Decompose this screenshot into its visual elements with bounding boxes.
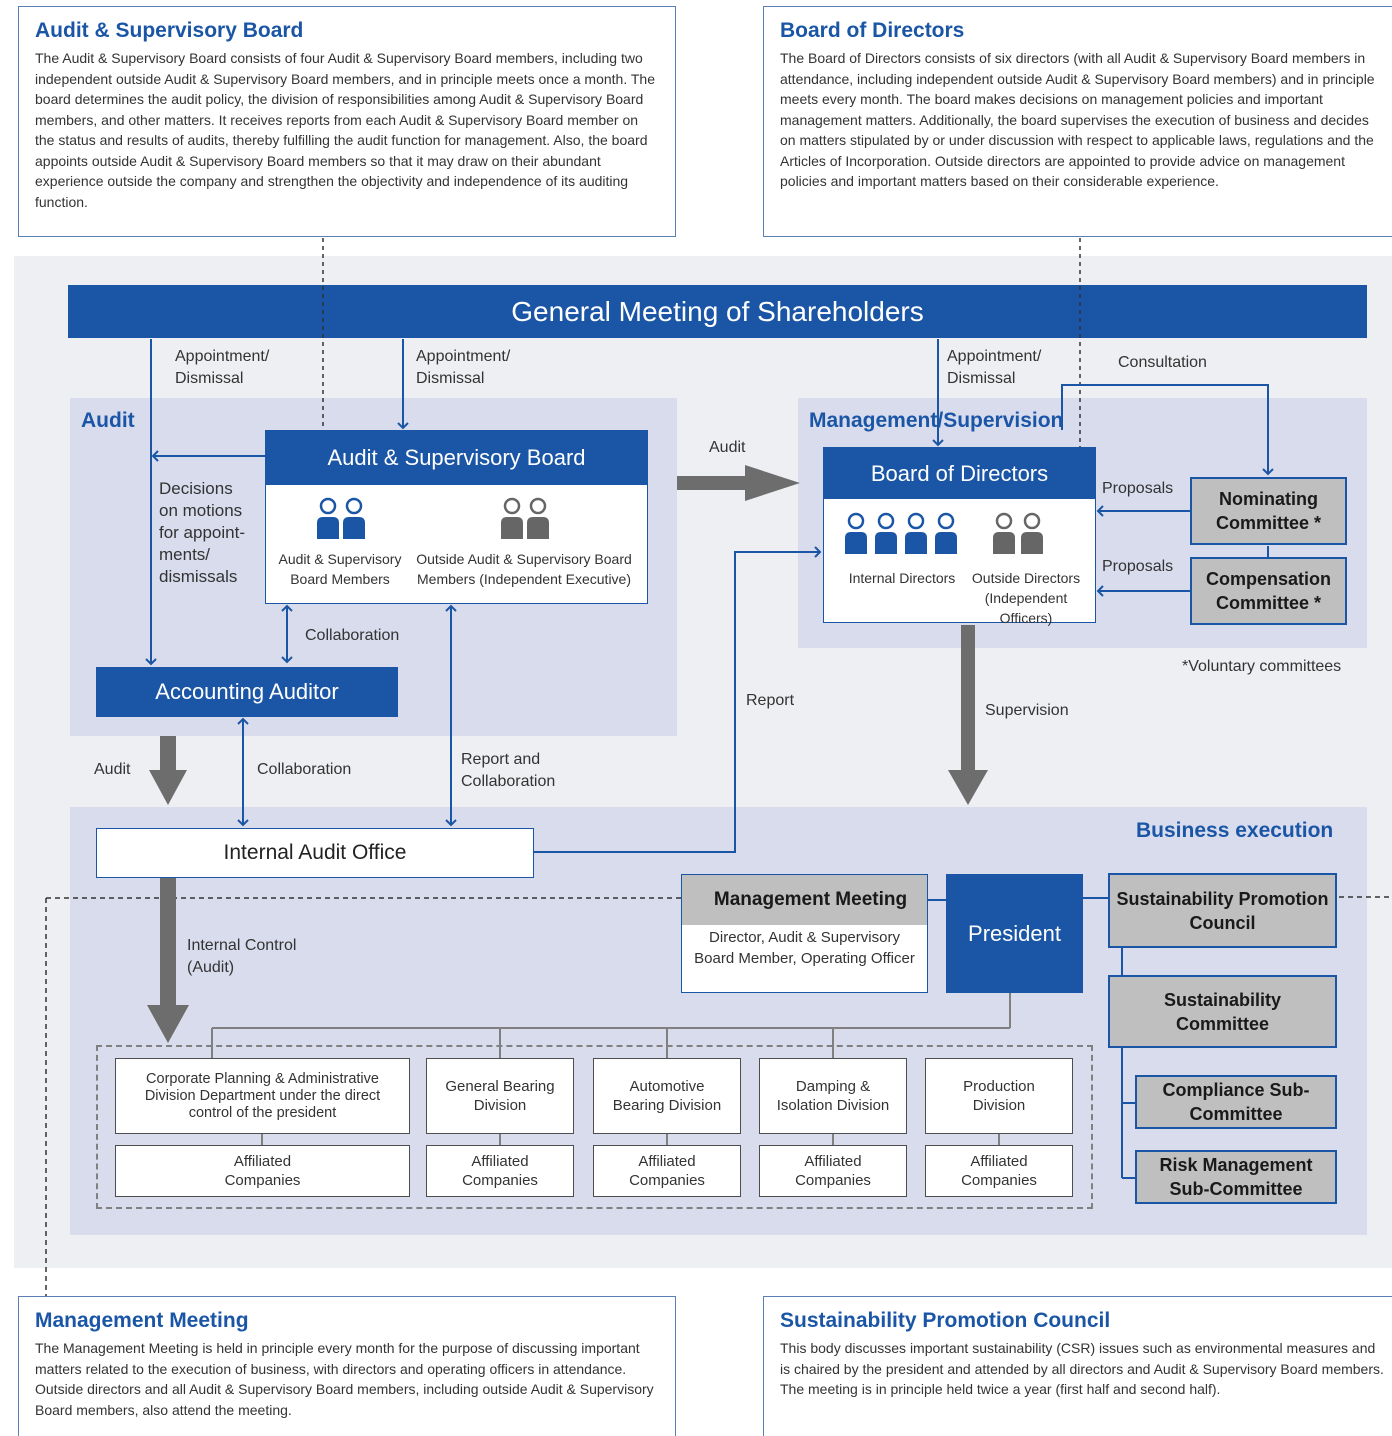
appointment-label-3: Appointment/ Dismissal [947, 348, 1042, 387]
management-zone-title: Management/Supervision [809, 409, 1064, 432]
collaboration-label-1: Collaboration [305, 627, 400, 644]
asb-outside-label: Outside Audit & Supervisory Board Member… [416, 551, 632, 587]
voluntary-note: *Voluntary committees [1182, 658, 1342, 675]
internal-directors-label: Internal Directors [848, 570, 956, 586]
proposals-label-1: Proposals [1102, 480, 1174, 497]
division-production: Production Division [925, 1058, 1073, 1134]
division-corporate-planning: Corporate Planning & Administrative Divi… [115, 1058, 410, 1134]
internal-control-label: Internal Control (Audit) [187, 937, 297, 976]
nominating-committee: Nominating Committee * [1190, 477, 1347, 545]
risk-management-sub-committee: Risk Management Sub-Committee [1135, 1150, 1337, 1204]
bod-title: Board of Directors [824, 448, 1095, 499]
report-collab-label: Report and Collaboration [461, 751, 556, 790]
board-directors-description-title: Board of Directors [780, 19, 965, 42]
division-damping-isolation: Damping & Isolation Division [759, 1058, 907, 1134]
outside-directors-icon [993, 512, 1043, 554]
appointment-label-2: Appointment/ Dismissal [416, 348, 511, 387]
management-meeting-description-text: The Management Meeting is held in princi… [35, 1340, 654, 1418]
sustainability-committee: Sustainability Committee [1108, 975, 1337, 1048]
sustainability-promotion-council: Sustainability Promotion Council [1108, 873, 1337, 948]
asb-members-label: Audit & Supervisory Board Members [278, 551, 402, 587]
management-meeting-description: Management Meeting The Management Meetin… [18, 1296, 676, 1436]
affiliated-companies-1: Affiliated Companies [115, 1145, 410, 1197]
audit-board-description: Audit & Supervisory Board The Audit & Su… [18, 6, 676, 237]
compliance-sub-committee: Compliance Sub-Committee [1135, 1075, 1337, 1129]
accounting-auditor: Accounting Auditor [96, 667, 398, 717]
affiliated-companies-5: Affiliated Companies [925, 1145, 1073, 1197]
sustainability-description-text: This body discusses important sustainabi… [780, 1340, 1384, 1397]
appointment-label-1: Appointment/ Dismissal [175, 348, 270, 387]
asb-title: Audit & Supervisory Board [266, 431, 647, 485]
division-automotive-bearing: Automotive Bearing Division [593, 1058, 741, 1134]
outside-directors-label: Outside Directors (Independent Officers) [971, 570, 1081, 626]
proposals-label-2: Proposals [1102, 558, 1174, 575]
management-meeting-members: Director, Audit & Supervisory Board Memb… [694, 929, 915, 967]
general-meeting-bar: General Meeting of Shareholders [68, 285, 1367, 338]
supervision-label: Supervision [985, 702, 1069, 719]
asb-outside-members-icon [501, 497, 549, 539]
audit-left-label: Audit [94, 761, 131, 778]
consultation-label: Consultation [1118, 354, 1207, 371]
compensation-committee: Compensation Committee * [1190, 557, 1347, 625]
audit-arrow-label: Audit [709, 439, 746, 456]
affiliated-companies-2: Affiliated Companies [426, 1145, 574, 1197]
audit-board-description-text: The Audit & Supervisory Board consists o… [35, 50, 655, 210]
internal-directors-icon [845, 512, 957, 554]
asb-members-icon [317, 497, 365, 539]
management-meeting-description-title: Management Meeting [35, 1309, 249, 1332]
divisions-group-outline [96, 1045, 1093, 1209]
president: President [946, 874, 1083, 993]
affiliated-companies-3: Affiliated Companies [593, 1145, 741, 1197]
board-directors-description-text: The Board of Directors consists of six d… [780, 50, 1375, 189]
internal-audit-office: Internal Audit Office [96, 828, 534, 878]
sustainability-description-title: Sustainability Promotion Council [780, 1309, 1111, 1332]
collaboration-label-2: Collaboration [257, 761, 352, 778]
decisions-label: Decisions on motions for appoint- ments/… [159, 479, 245, 586]
sustainability-description: Sustainability Promotion Council This bo… [763, 1296, 1392, 1436]
business-zone-title: Business execution [1136, 819, 1334, 842]
management-meeting-box: Management Meeting Director, Audit & Sup… [681, 874, 928, 993]
board-directors-description: Board of Directors The Board of Director… [763, 6, 1392, 237]
asb-box: Audit & Supervisory Board Audit & Superv… [265, 430, 648, 604]
affiliated-companies-4: Affiliated Companies [759, 1145, 907, 1197]
audit-board-description-title: Audit & Supervisory Board [35, 19, 304, 42]
bod-box: Board of Directors Internal Directors Ou… [823, 447, 1096, 626]
division-general-bearing: General Bearing Division [426, 1058, 574, 1134]
report-label: Report [746, 692, 795, 709]
management-meeting-title: Management Meeting [682, 875, 927, 925]
audit-zone-title: Audit [81, 409, 135, 432]
